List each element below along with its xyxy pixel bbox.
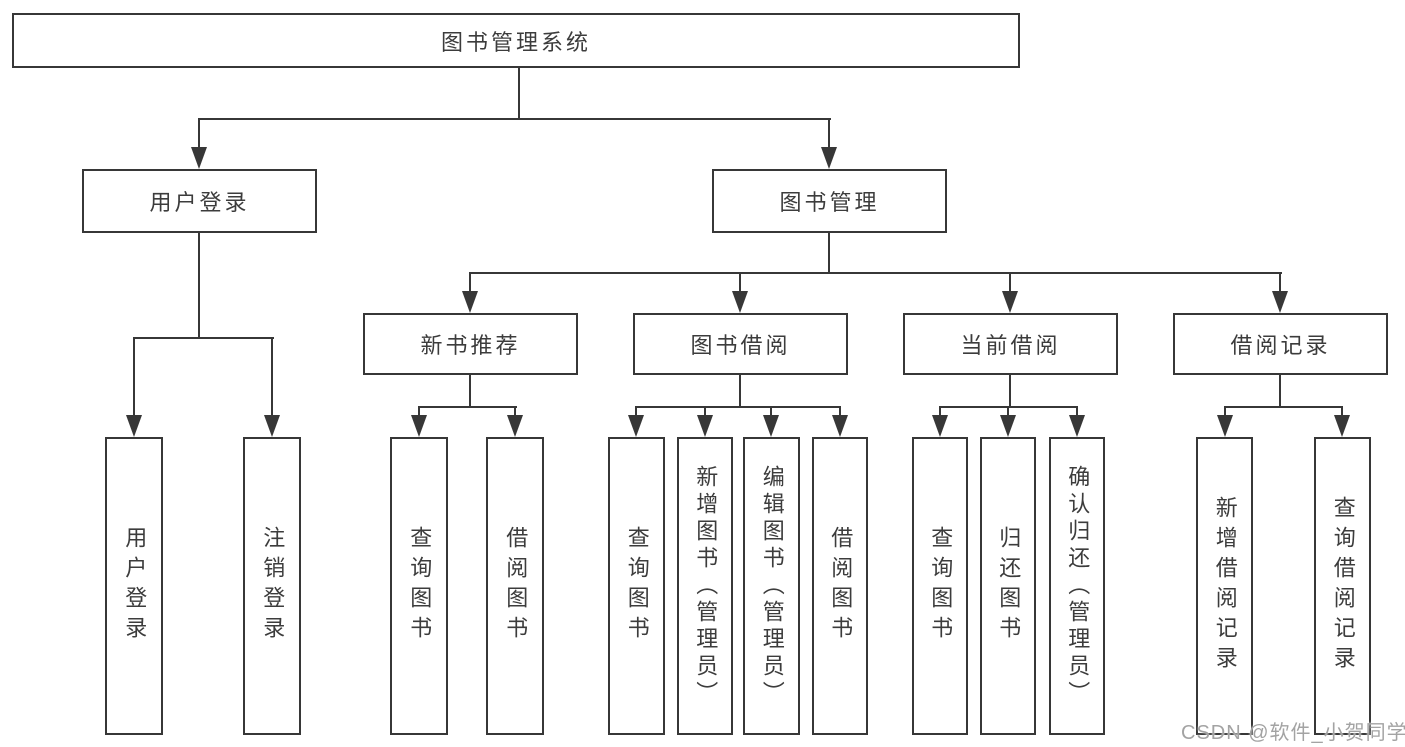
arrowhead-down-icon	[1272, 291, 1288, 313]
connector-line	[1224, 406, 1343, 408]
connector-line	[739, 272, 741, 293]
arrowhead-down-icon	[821, 147, 837, 169]
arrowhead-down-icon	[1334, 415, 1350, 437]
leaf-query-books-borrowing: 查询图书	[608, 437, 665, 735]
connector-line	[418, 406, 420, 417]
arrowhead-down-icon	[1000, 415, 1016, 437]
connector-line	[469, 373, 471, 408]
leaf-label: 查询图书	[624, 526, 650, 646]
leaf-label: 借阅图书	[828, 526, 854, 646]
leaf-label: 查询图书	[407, 526, 433, 646]
node-new-book-recommendation: 新书推荐	[363, 313, 578, 375]
connector-line	[635, 406, 841, 408]
connector-line	[469, 272, 1282, 274]
arrowhead-down-icon	[932, 415, 948, 437]
connector-line	[1279, 373, 1281, 408]
arrowhead-down-icon	[191, 147, 207, 169]
node-label: 图书借阅	[690, 333, 791, 358]
connector-line	[133, 337, 135, 417]
connector-line	[839, 406, 841, 417]
leaf-query-books-recommend: 查询图书	[390, 437, 448, 735]
leaf-query-borrow-record: 查询借阅记录	[1314, 437, 1371, 735]
connector-line	[770, 406, 772, 417]
connector-line	[1007, 406, 1009, 417]
connector-line	[939, 406, 941, 417]
node-book-management: 图书管理	[712, 169, 947, 233]
connector-line	[739, 373, 741, 408]
node-label: 用户登录	[149, 190, 250, 215]
connector-line	[1279, 272, 1281, 293]
connector-line	[133, 337, 274, 339]
leaf-label: 用户登录	[122, 526, 148, 646]
connector-line	[514, 406, 516, 417]
node-label: 新书推荐	[420, 333, 521, 358]
node-label: 当前借阅	[960, 333, 1061, 358]
leaf-label: 确认归还（管理员）	[1065, 464, 1091, 708]
arrowhead-down-icon	[763, 415, 779, 437]
leaf-label: 编辑图书（管理员）	[759, 464, 785, 708]
arrowhead-down-icon	[1002, 291, 1018, 313]
leaf-label: 新增图书（管理员）	[693, 464, 719, 708]
leaf-user-login: 用户登录	[105, 437, 163, 735]
leaf-label: 新增借阅记录	[1212, 496, 1238, 676]
arrowhead-down-icon	[126, 415, 142, 437]
connector-line	[1341, 406, 1343, 417]
arrowhead-down-icon	[1217, 415, 1233, 437]
connector-line	[1224, 406, 1226, 417]
connector-line	[469, 272, 471, 293]
node-borrowing-records: 借阅记录	[1173, 313, 1388, 375]
connector-line	[198, 118, 200, 150]
connector-line	[1009, 373, 1011, 408]
connector-line	[271, 337, 273, 417]
node-library-management-system: 图书管理系统	[12, 13, 1020, 68]
leaf-logout: 注销登录	[243, 437, 301, 735]
connector-line	[198, 231, 200, 339]
connector-line	[518, 66, 520, 120]
leaf-add-borrow-record: 新增借阅记录	[1196, 437, 1253, 735]
arrowhead-down-icon	[628, 415, 644, 437]
connector-line	[418, 406, 517, 408]
arrowhead-down-icon	[732, 291, 748, 313]
arrowhead-down-icon	[462, 291, 478, 313]
leaf-label: 查询图书	[928, 526, 954, 646]
leaf-query-books-current: 查询图书	[912, 437, 968, 735]
connector-line	[704, 406, 706, 417]
leaf-label: 注销登录	[260, 526, 286, 646]
node-label: 借阅记录	[1230, 333, 1331, 358]
node-current-borrowing: 当前借阅	[903, 313, 1118, 375]
node-user-login: 用户登录	[82, 169, 317, 233]
connector-line	[198, 118, 831, 120]
connector-line	[1076, 406, 1078, 417]
arrowhead-down-icon	[832, 415, 848, 437]
node-label: 图书管理	[779, 190, 880, 215]
connector-line	[635, 406, 637, 417]
leaf-borrow-books-recommend: 借阅图书	[486, 437, 544, 735]
leaf-label: 查询借阅记录	[1330, 496, 1356, 676]
node-label: 图书管理系统	[440, 29, 591, 55]
connector-line	[828, 231, 830, 274]
leaf-label: 借阅图书	[503, 526, 529, 646]
watermark: CSDN @软件_小贺同学	[1181, 722, 1405, 744]
node-book-borrowing: 图书借阅	[633, 313, 848, 375]
connector-line	[828, 118, 830, 150]
arrowhead-down-icon	[411, 415, 427, 437]
connector-line	[1009, 272, 1011, 293]
leaf-return-books: 归还图书	[980, 437, 1036, 735]
leaf-label: 归还图书	[996, 526, 1022, 646]
arrowhead-down-icon	[697, 415, 713, 437]
arrowhead-down-icon	[1069, 415, 1085, 437]
leaf-borrow-books: 借阅图书	[812, 437, 868, 735]
leaf-edit-books-admin: 编辑图书（管理员）	[743, 437, 800, 735]
leaf-confirm-return-admin: 确认归还（管理员）	[1049, 437, 1105, 735]
leaf-add-books-admin: 新增图书（管理员）	[677, 437, 733, 735]
arrowhead-down-icon	[264, 415, 280, 437]
arrowhead-down-icon	[507, 415, 523, 437]
